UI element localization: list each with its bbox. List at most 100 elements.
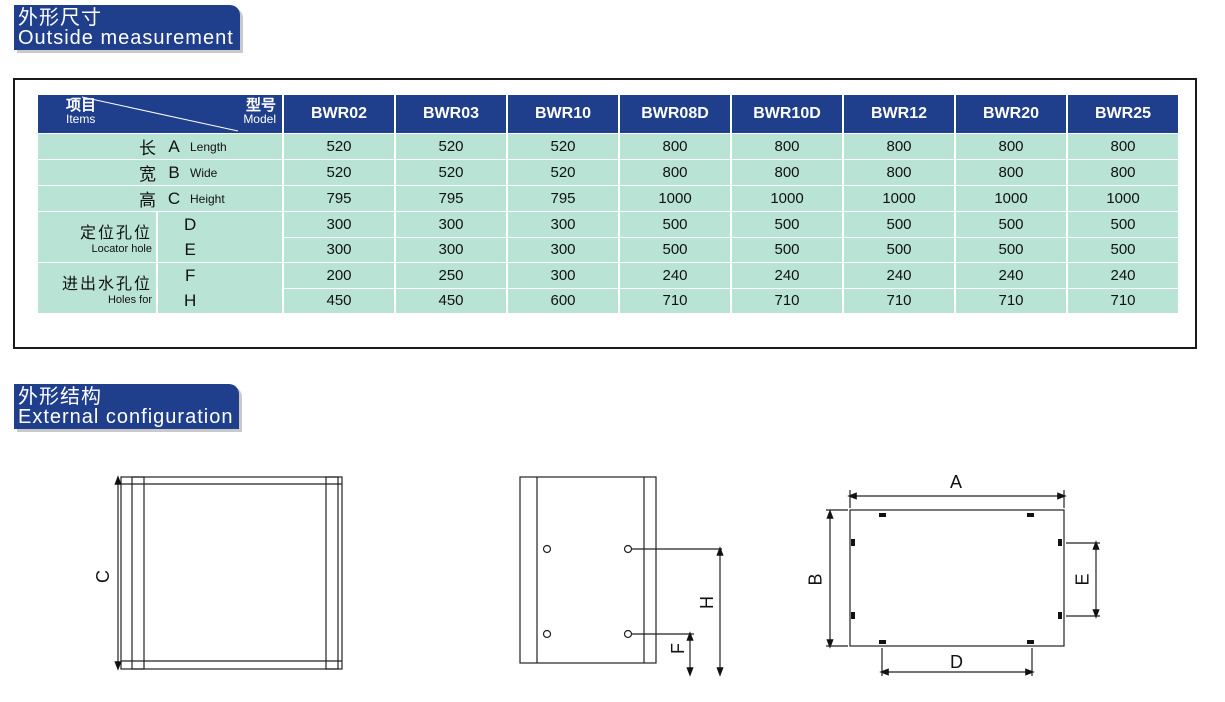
row-label-wide: 宽 B Wide xyxy=(38,159,282,185)
table-cell: 300 xyxy=(508,236,618,262)
corner-items-zh: 项目 xyxy=(66,96,97,114)
table-cell: 500 xyxy=(620,236,730,262)
dimension-label-a: A xyxy=(950,472,963,492)
group-label-en: Holes for xyxy=(107,294,152,306)
table-cell: 800 xyxy=(956,159,1066,185)
table-cell: 520 xyxy=(508,133,618,159)
row-label-holes: 进出水孔位 Holes for F H xyxy=(38,262,282,313)
spec-table: 项目 Items 型号 Model BWR02 BWR03 BWR10 BWR0… xyxy=(36,95,1180,313)
row-label-letter: D xyxy=(184,214,197,234)
corner-model-label: 型号 Model xyxy=(243,98,276,126)
side-view-drawing xyxy=(519,476,724,677)
model-header: BWR20 xyxy=(956,95,1066,133)
model-header: BWR12 xyxy=(844,95,954,133)
table-cell: 300 xyxy=(508,262,618,288)
row-label-locator: 定位孔位 Locator hole D E xyxy=(38,211,282,262)
table-cell: 450 xyxy=(396,287,506,313)
table-cell: 240 xyxy=(844,262,954,288)
table-cell: 520 xyxy=(508,159,618,185)
table-corner-cell: 项目 Items 型号 Model xyxy=(38,95,282,133)
base-locator-holes xyxy=(851,513,1062,644)
table-cell: 1000 xyxy=(732,185,842,211)
table-cell: 710 xyxy=(732,287,842,313)
section-title-outside-measurement: 外形尺寸 Outside measurement xyxy=(14,5,240,50)
table-row-locator-d: 定位孔位 Locator hole D E 300 300 300 500 50… xyxy=(38,211,1178,262)
dimension-label-c: C xyxy=(93,570,113,583)
table-cell: 710 xyxy=(620,287,730,313)
table-cell: 450 xyxy=(284,287,394,313)
table-cell: 800 xyxy=(844,159,954,185)
table-cell: 500 xyxy=(620,211,730,237)
table-cell: 800 xyxy=(1068,133,1178,159)
table-cell: 300 xyxy=(284,211,394,237)
table-cell: 500 xyxy=(732,236,842,262)
group-label-en: Locator hole xyxy=(91,243,152,255)
row-label-zh: 宽 xyxy=(139,165,158,185)
section-title-external-configuration: 外形结构 External configuration xyxy=(14,384,240,429)
table-cell: 500 xyxy=(732,211,842,237)
table-cell: 520 xyxy=(396,133,506,159)
corner-items-label: 项目 Items xyxy=(66,96,97,126)
row-label-zh: 高 xyxy=(139,191,158,211)
table-cell: 240 xyxy=(956,262,1066,288)
table-cell: 520 xyxy=(284,133,394,159)
table-cell: 500 xyxy=(844,236,954,262)
table-cell: 795 xyxy=(284,185,394,211)
table-cell: 500 xyxy=(956,211,1066,237)
table-cell: 795 xyxy=(396,185,506,211)
table-cell: 1000 xyxy=(956,185,1066,211)
row-label-length: 长 A Length xyxy=(38,133,282,159)
front-view-drawing xyxy=(114,475,343,671)
table-header-row: 项目 Items 型号 Model BWR02 BWR03 BWR10 BWR0… xyxy=(38,95,1178,133)
table-cell: 300 xyxy=(284,236,394,262)
table-cell: 800 xyxy=(732,133,842,159)
row-label-letter: E xyxy=(184,239,196,259)
table-cell: 1000 xyxy=(620,185,730,211)
section-title-en: External configuration xyxy=(18,406,234,428)
group-label-zh: 进出水孔位 xyxy=(61,274,152,293)
table-cell: 1000 xyxy=(844,185,954,211)
table-cell: 800 xyxy=(1068,159,1178,185)
table-row-wide: 宽 B Wide 520 520 520 800 800 800 800 800 xyxy=(38,159,1178,185)
table-cell: 600 xyxy=(508,287,618,313)
table-cell: 300 xyxy=(396,236,506,262)
corner-diagonal-line xyxy=(81,96,239,132)
dimension-label-e: E xyxy=(1072,573,1093,586)
row-label-zh: 长 xyxy=(139,139,158,159)
group-label-zh: 定位孔位 xyxy=(79,223,152,242)
table-cell: 800 xyxy=(620,133,730,159)
table-cell: 710 xyxy=(844,287,954,313)
table-row-holes-f: 进出水孔位 Holes for F H 200 250 300 240 240 … xyxy=(38,262,1178,313)
group-label-locator: 定位孔位 Locator hole xyxy=(38,212,158,262)
table-cell: 800 xyxy=(956,133,1066,159)
row-label-en: Height xyxy=(190,191,225,206)
dimension-label-h: H xyxy=(697,596,717,609)
row-label-height: 高 C Height xyxy=(38,185,282,211)
dimension-label-d: D xyxy=(950,652,963,672)
row-label-letter: H xyxy=(184,290,197,310)
model-header: BWR08D xyxy=(620,95,730,133)
table-cell: 500 xyxy=(844,211,954,237)
corner-model-en: Model xyxy=(243,112,276,126)
section-title-zh: 外形结构 xyxy=(18,384,102,408)
spec-table-frame xyxy=(13,78,1197,349)
table-row-holes-h: 450 450 600 710 710 710 710 710 xyxy=(38,287,1178,313)
model-header: BWR10D xyxy=(732,95,842,133)
table-cell: 200 xyxy=(284,262,394,288)
model-header: BWR03 xyxy=(396,95,506,133)
table-cell: 795 xyxy=(508,185,618,211)
table-cell: 800 xyxy=(844,133,954,159)
group-label-holes: 进出水孔位 Holes for xyxy=(38,263,158,313)
table-cell: 250 xyxy=(396,262,506,288)
dimension-label-b: B xyxy=(805,573,826,586)
row-label-letter: F xyxy=(184,265,196,285)
row-label-letter: C xyxy=(167,188,181,208)
table-row-locator-e: 300 300 300 500 500 500 500 500 xyxy=(38,236,1178,262)
model-header: BWR25 xyxy=(1068,95,1178,133)
table-cell: 520 xyxy=(396,159,506,185)
table-cell: 800 xyxy=(620,159,730,185)
table-cell: 1000 xyxy=(1068,185,1178,211)
table-row-height: 高 C Height 795 795 795 1000 1000 1000 10… xyxy=(38,185,1178,211)
table-cell: 800 xyxy=(732,159,842,185)
